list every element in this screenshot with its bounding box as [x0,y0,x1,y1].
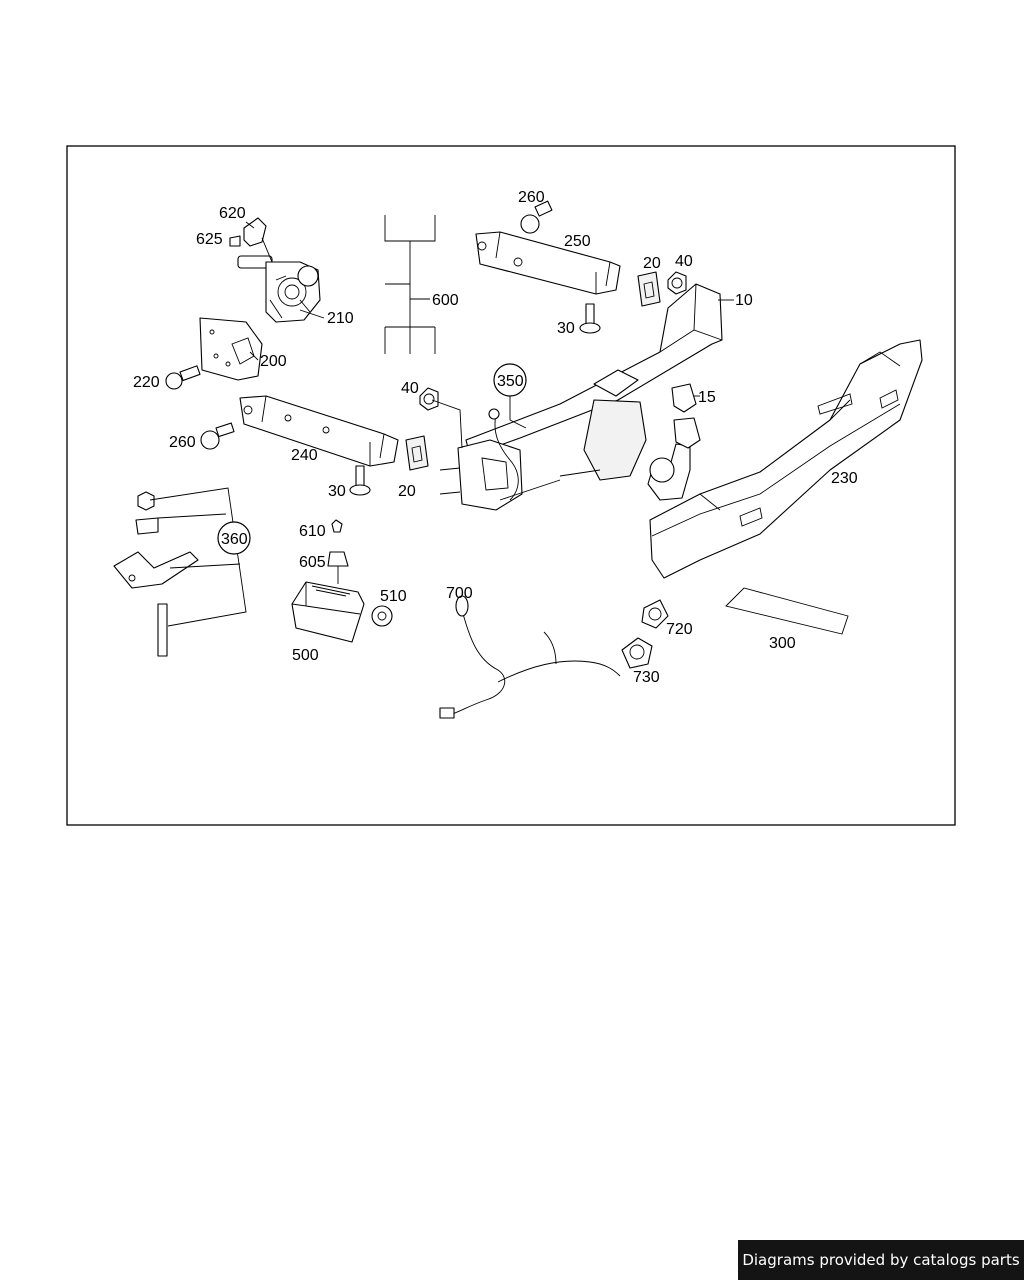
footer-credit: Diagrams provided by catalogs parts [738,1240,1024,1280]
wiring-bracket-600 [384,215,436,354]
caps-15 [671,383,701,449]
callout-610: 610 [299,523,326,540]
callout-605: 605 [299,554,326,571]
callout-500: 500 [292,647,319,664]
callout-40-left: 40 [401,380,419,397]
clip-20-top [637,271,661,307]
callout-350: 350 [497,373,524,390]
callout-30-top: 30 [557,320,575,337]
callout-510: 510 [380,588,407,605]
diagram-frame [66,145,956,826]
callout-720: 720 [666,621,693,638]
side-rail-250 [475,231,621,295]
part-620-625 [229,217,267,247]
harness-700 [439,595,621,719]
clip-20-left [405,435,429,471]
bumper-beam-230 [649,339,923,579]
callout-220: 220 [133,374,160,391]
callout-620: 620 [219,205,246,222]
callout-40-top: 40 [675,253,693,270]
callout-210: 210 [327,310,354,327]
callout-200: 200 [260,353,287,370]
bolt-30-left [349,465,371,496]
hitch-beam-10 [439,283,734,511]
callout-ring-360 [217,521,251,555]
callout-15: 15 [698,389,716,406]
motor-unit-210 [237,237,325,323]
bolt-220 [165,365,201,390]
nut-40-left [419,387,463,449]
grommet-510 [371,605,393,627]
callout-230: 230 [831,470,858,487]
callout-250: 250 [564,233,591,250]
callout-300: 300 [769,635,796,652]
callout-240: 240 [291,447,318,464]
callout-20-left: 20 [398,483,416,500]
callout-700: 700 [446,585,473,602]
bolt-260-top [520,200,553,234]
kit-360 [113,487,247,657]
callout-625: 625 [196,231,223,248]
nut-40-top [667,271,687,295]
callout-600: 600 [432,292,459,309]
socket-730 [621,637,653,669]
bolt-260-left [200,422,235,450]
control-module-500 [291,581,365,643]
callout-260-top: 260 [518,189,545,206]
tow-ball-neck [499,443,691,501]
cable-350 [488,396,527,501]
bolt-30-top [579,303,601,334]
callout-20-top: 20 [643,255,661,272]
callout-260-left: 260 [169,434,196,451]
callout-10: 10 [735,292,753,309]
label-sheet-300 [725,587,849,635]
connector-610-605 [327,519,349,584]
callout-360: 360 [221,531,248,548]
socket-720 [641,599,669,629]
callout-730: 730 [633,669,660,686]
callout-30-left: 30 [328,483,346,500]
bracket-plate-200 [199,317,263,381]
callout-ring-350 [493,363,527,397]
side-rail-240 [239,395,399,467]
